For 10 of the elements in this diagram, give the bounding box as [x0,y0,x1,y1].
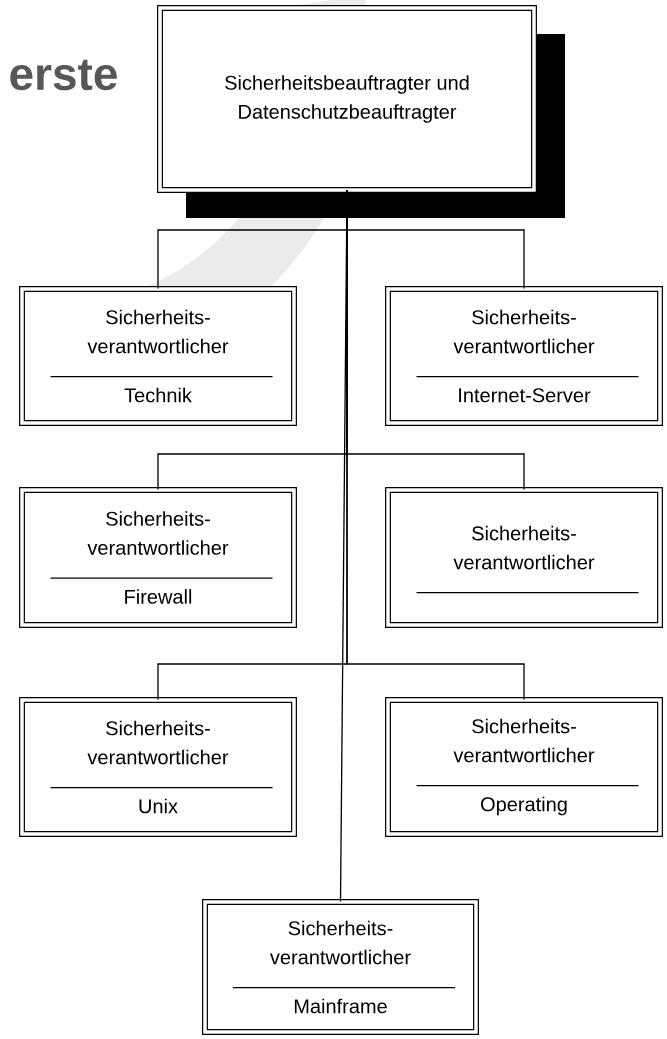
connector-line [339,189,348,903]
role-box: Sicherheits- verantwortlicher Technik [19,286,297,426]
role-box: Sicherheits- verantwortlicher Operating [385,697,663,837]
role-box: Sicherheits- verantwortlicher Mainframe [202,899,479,1035]
role-box: Sicherheits- verantwortlicher Internet-Server [385,286,663,426]
role-box: Sicherheits- verantwortlicher Unix [19,697,297,837]
manager-box: Sicherheitsbeauftragter und Datenschutzbeauftragter [157,5,565,218]
role-box: Sicherheits- verantwortlicher [385,487,663,628]
heading-text: erste [10,59,117,91]
role-box: Sicherheits- verantwortlicher Firewall [19,487,297,628]
